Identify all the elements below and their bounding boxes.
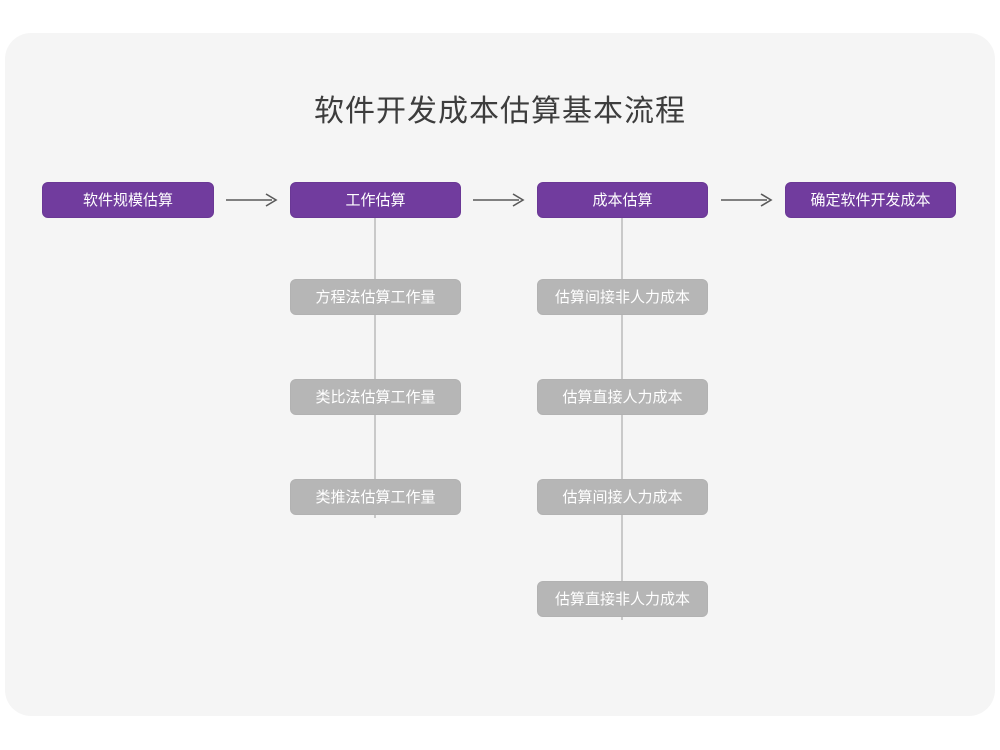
connector-line-work-estimation <box>374 218 376 518</box>
arrow-right-icon-1 <box>226 192 278 208</box>
node-direct-labor-cost[interactable]: 估算直接人力成本 <box>537 379 708 415</box>
node-determine-development-cost[interactable]: 确定软件开发成本 <box>785 182 956 218</box>
connector-line-cost-estimation <box>621 218 623 620</box>
arrow-right-icon-2 <box>473 192 525 208</box>
node-cost-estimation[interactable]: 成本估算 <box>537 182 708 218</box>
node-software-scale-estimation[interactable]: 软件规模估算 <box>42 182 214 218</box>
node-inference-method-workload[interactable]: 类推法估算工作量 <box>290 479 461 515</box>
node-work-estimation[interactable]: 工作估算 <box>290 182 461 218</box>
node-analogy-method-workload[interactable]: 类比法估算工作量 <box>290 379 461 415</box>
arrow-right-icon-3 <box>721 192 773 208</box>
diagram-card-background <box>5 33 995 716</box>
node-direct-nonlabor-cost[interactable]: 估算直接非人力成本 <box>537 581 708 617</box>
node-indirect-labor-cost[interactable]: 估算间接人力成本 <box>537 479 708 515</box>
node-indirect-nonlabor-cost[interactable]: 估算间接非人力成本 <box>537 279 708 315</box>
page-title: 软件开发成本估算基本流程 <box>314 95 686 128</box>
node-equation-method-workload[interactable]: 方程法估算工作量 <box>290 279 461 315</box>
